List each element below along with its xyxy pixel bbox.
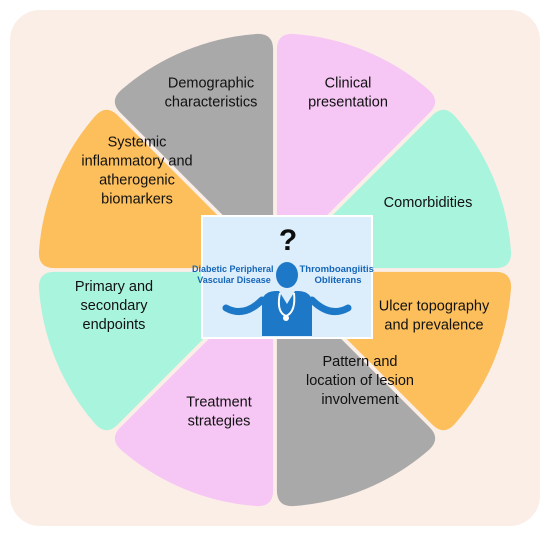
doctor-shrugging-icon xyxy=(222,262,352,336)
question-mark: ? xyxy=(279,224,297,257)
segment-clinical xyxy=(276,33,436,260)
center-right-label: Thromboangiitis Obliterans xyxy=(299,264,376,286)
segment-demographic xyxy=(114,33,274,260)
center-image: ? Diabetic Peripheral Vascular Disease xyxy=(192,215,376,339)
center-left-label: Diabetic Peripheral Vascular Disease xyxy=(192,264,276,285)
segment-label-comorbidities: Comorbidities xyxy=(384,195,473,211)
